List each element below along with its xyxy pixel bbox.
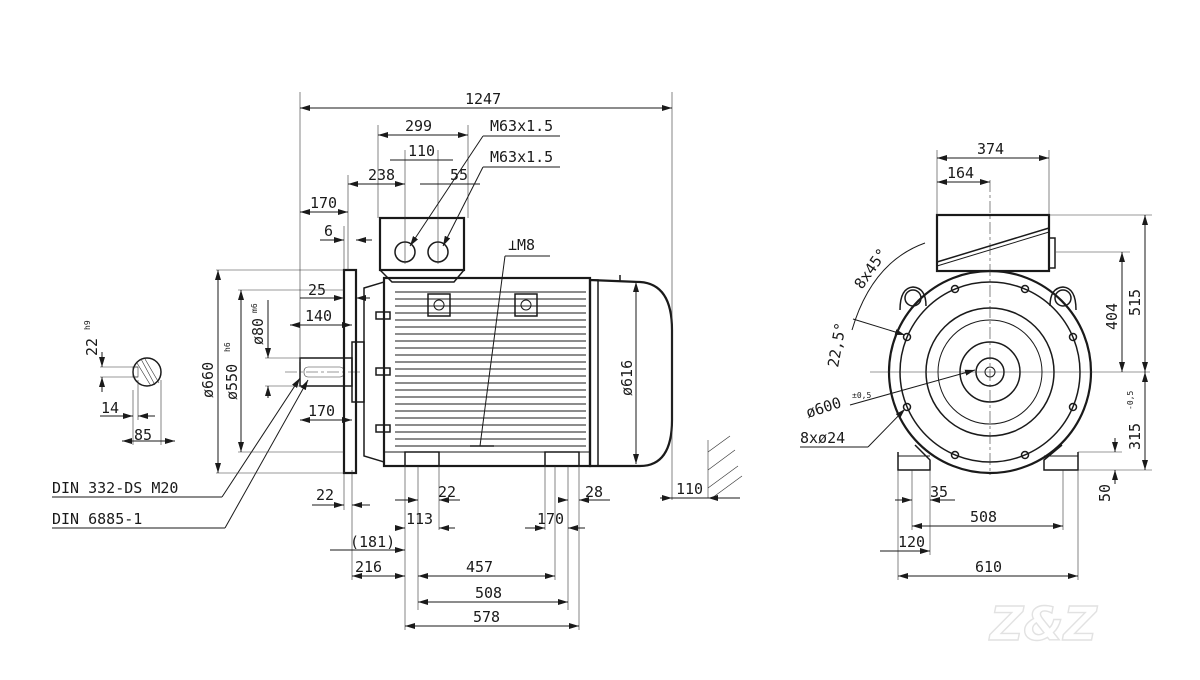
bolt-hole (950, 284, 960, 294)
dim-457: 457 (466, 558, 493, 576)
dim-164: 164 (947, 164, 974, 182)
dim-22-left: 22 (316, 486, 334, 504)
terminal-box (378, 216, 466, 272)
key-14-label: 14 (101, 399, 119, 417)
foot-rear (544, 451, 580, 467)
end-terminal-box (935, 213, 1051, 273)
dim-1247: 1247 (465, 90, 501, 108)
dim-6: 6 (324, 222, 333, 240)
end-view: 374 164 8x45° 22,5° ø600 ±0,5 8xø24 404 … (800, 140, 1152, 580)
dim-404: 404 (1103, 303, 1121, 330)
dim-508-end: 508 (970, 508, 997, 526)
dim-216: 216 (355, 558, 382, 576)
dim-140: 140 (305, 307, 332, 325)
end-foot-right (1043, 444, 1079, 471)
dim-299: 299 (405, 117, 432, 135)
dim-616: ø616 (618, 360, 636, 396)
din-332-note: DIN 332-DS M20 (52, 479, 178, 497)
dim-508-side: 508 (475, 584, 502, 602)
dim-610: 610 (975, 558, 1002, 576)
dim-170-bottom: 170 (537, 510, 564, 528)
foot-front (404, 451, 440, 467)
bolt-hole (1020, 284, 1030, 294)
shaft-85-label: 85 (134, 426, 152, 444)
dim-515: 515 (1126, 289, 1144, 316)
dim-550: ø550 (223, 364, 241, 400)
dim-550-tol: h6 (223, 342, 232, 352)
dim-22-5: 22,5° (824, 321, 850, 369)
dim-28: 28 (585, 483, 603, 501)
dim-110: 110 (408, 142, 435, 160)
dim-35: 35 (930, 483, 948, 501)
dim-50: 50 (1096, 484, 1114, 502)
din-6885-note: DIN 6885-1 (52, 510, 142, 528)
side-view: 1247 299 110 238 55 M63x1.5 M63x1.5 170 … (199, 90, 743, 630)
bolt-hole (1020, 450, 1030, 460)
mounting-flange (342, 268, 358, 475)
dim-578: 578 (473, 608, 500, 626)
lifting-eye-front (427, 293, 451, 317)
dim-315: 315 (1126, 423, 1144, 450)
dim-170-shaft: 170 (308, 402, 335, 420)
dim-181: (181) (350, 533, 395, 551)
watermark-logo: Z&Z (988, 597, 1098, 651)
bolt-hole (902, 332, 912, 342)
dim-660: ø660 (199, 362, 217, 398)
dim-8x24: 8xø24 (800, 429, 845, 447)
cooling-fins (395, 291, 586, 447)
bolt-hole (950, 450, 960, 460)
earth-note: ⊥M8 (508, 236, 535, 254)
dim-110-right: 110 (676, 480, 703, 498)
dim-120: 120 (898, 533, 925, 551)
gland-note-1: M63x1.5 (490, 117, 553, 135)
shaft-22-tolerance: h9 (83, 320, 92, 330)
dim-170-top: 170 (310, 194, 337, 212)
dim-238: 238 (368, 166, 395, 184)
dim-113: 113 (406, 510, 433, 528)
gland-note-2: M63x1.5 (490, 148, 553, 166)
bolt-hole (902, 402, 912, 412)
dim-600: ø600 (804, 394, 844, 422)
dim-80-tol: m6 (250, 303, 259, 313)
dim-80: ø80 (249, 318, 267, 345)
dim-600-tol: ±0,5 (852, 391, 871, 400)
dim-374: 374 (977, 140, 1004, 158)
dim-22-mid: 22 (438, 483, 456, 501)
bolt-hole (1068, 402, 1078, 412)
din-notes: DIN 332-DS M20 DIN 6885-1 (52, 377, 309, 529)
shaft-22-label: 22 (83, 338, 101, 356)
dim-315-tol: -0,5 (1126, 391, 1135, 410)
lifting-eye-rear (514, 293, 538, 317)
bolt-hole (1068, 332, 1078, 342)
shaft-key-detail: 22 h9 14 85 (83, 320, 175, 445)
